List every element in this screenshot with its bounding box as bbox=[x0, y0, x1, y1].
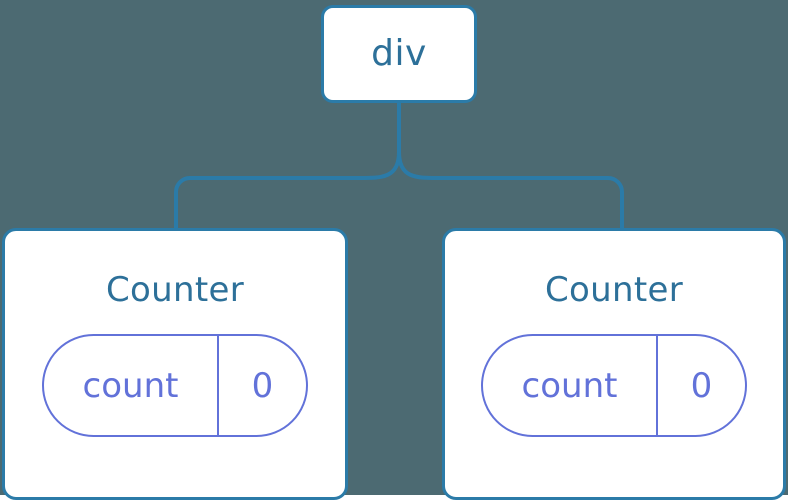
node-counter-0-title: Counter bbox=[106, 270, 244, 310]
state-key-1: count bbox=[483, 336, 658, 435]
connector-branch-right bbox=[397, 151, 624, 228]
node-counter-1[interactable]: Counter count 0 bbox=[442, 228, 786, 500]
node-counter-1-title: Counter bbox=[545, 270, 683, 310]
connector-branch-left bbox=[174, 151, 401, 228]
state-key-0: count bbox=[44, 336, 219, 435]
node-div[interactable]: div bbox=[321, 5, 477, 103]
state-pill-1[interactable]: count 0 bbox=[481, 334, 747, 437]
state-pill-0[interactable]: count 0 bbox=[42, 334, 308, 437]
state-value-0: 0 bbox=[251, 365, 274, 406]
node-div-label: div bbox=[371, 33, 427, 74]
state-value-1: 0 bbox=[690, 365, 713, 406]
node-counter-0[interactable]: Counter count 0 bbox=[2, 228, 348, 500]
